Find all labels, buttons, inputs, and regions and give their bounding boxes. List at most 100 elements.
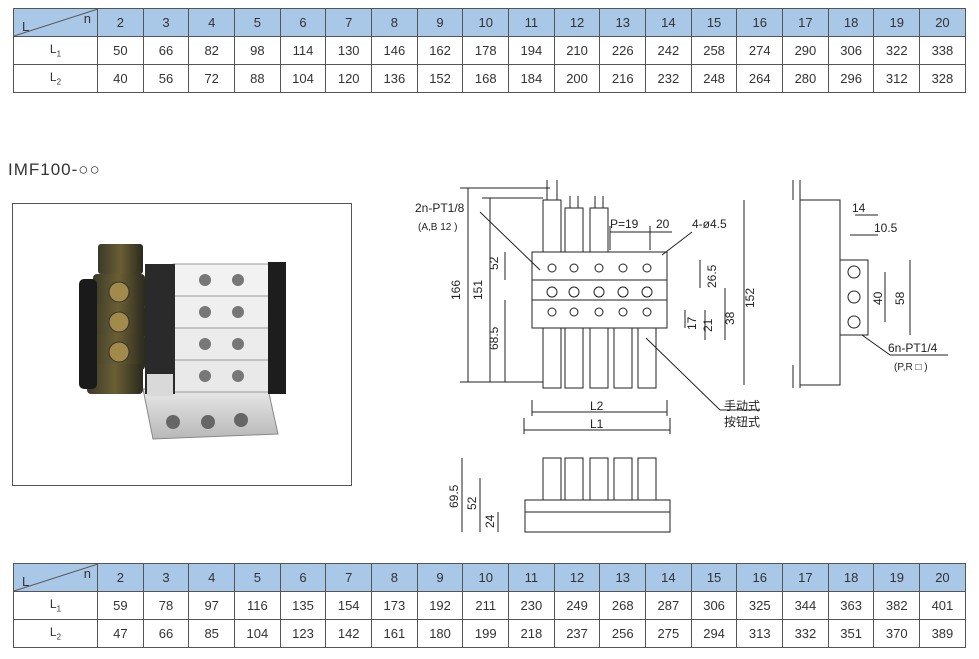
n-header-cell: 14	[645, 8, 692, 37]
table-cell: 294	[690, 619, 738, 648]
dim-14: 14	[852, 201, 866, 215]
table-cell: 97	[188, 591, 236, 620]
n-header-cell: 5	[234, 563, 281, 592]
table-cell: 154	[325, 591, 373, 620]
port-label-ab-sub: (A,B 12 )	[418, 222, 457, 233]
table-cell: 306	[827, 36, 875, 65]
table-cell: 370	[873, 619, 921, 648]
table-cell: 104	[279, 64, 327, 93]
table-cell: 194	[508, 36, 555, 65]
corner-col-label: n	[83, 566, 91, 581]
dim-21: 21	[701, 318, 715, 332]
table-cell: 313	[736, 619, 784, 648]
pitch-dim: P=19	[610, 217, 639, 231]
dim-20: 20	[656, 217, 670, 231]
table-cell: 192	[416, 591, 464, 620]
n-header-cell: 2	[97, 563, 144, 592]
table-cell: 249	[553, 591, 601, 620]
dim-69-5: 69.5	[447, 484, 461, 508]
hole-label: 4-ø4.5	[692, 217, 727, 231]
table-cell: 173	[371, 591, 418, 620]
table-cell: 280	[782, 64, 829, 93]
table-cell: 275	[645, 619, 692, 648]
table-cell: 211	[462, 591, 510, 620]
n-header-cell: 15	[690, 8, 738, 37]
n-header-cell: 17	[782, 8, 829, 37]
port-label-pr: 6n-PT1/4	[888, 341, 938, 355]
table-cell: 389	[919, 619, 966, 648]
n-header-cell: 12	[553, 8, 601, 37]
table-cell: 200	[553, 64, 601, 93]
n-header-cell: 8	[371, 8, 418, 37]
table-cell: 178	[462, 36, 510, 65]
table-cell: 114	[279, 36, 327, 65]
table-cell: 72	[188, 64, 236, 93]
table-cell: 322	[873, 36, 921, 65]
table-cell: 264	[736, 64, 784, 93]
manual-label: 手动式	[724, 399, 760, 413]
technical-drawing: 2n-PT1/8 (A,B 12 ) P=19 20 4-ø4.5 166 15…	[415, 180, 948, 533]
table-cell: 104	[234, 619, 281, 648]
dim-151: 151	[471, 280, 485, 300]
n-header-cell: 16	[736, 8, 784, 37]
table-cell: 306	[690, 591, 738, 620]
table-cell: 237	[553, 619, 601, 648]
n-header-cell: 4	[188, 563, 236, 592]
table-cell: 242	[645, 36, 692, 65]
table-cell: 332	[782, 619, 829, 648]
dim-166: 166	[449, 280, 463, 300]
button-label: 按钮式	[724, 414, 760, 429]
n-header-cell: 4	[188, 8, 236, 37]
n-header-cell: 5	[234, 8, 281, 37]
corner-row-label: L	[22, 574, 30, 589]
table-cell: 248	[690, 64, 738, 93]
n-header-cell: 13	[599, 8, 647, 37]
table-cell: 325	[736, 591, 784, 620]
table-cell: 226	[599, 36, 647, 65]
table-cell: 146	[371, 36, 418, 65]
dim-24: 24	[483, 514, 497, 528]
table-cell: 82	[188, 36, 236, 65]
table-cell: 85	[188, 619, 236, 648]
n-header-cell: 13	[599, 563, 647, 592]
n-header-cell: 15	[690, 563, 738, 592]
table-cell: 184	[508, 64, 555, 93]
n-header-cell: 19	[873, 563, 921, 592]
table-cell: 216	[599, 64, 647, 93]
port-label-pr-sub: (P,R □ )	[894, 362, 928, 373]
table-cell: 47	[97, 619, 144, 648]
table-cell: 98	[234, 36, 281, 65]
table-cell: 180	[416, 619, 464, 648]
table-cell: 382	[873, 591, 921, 620]
dim-68-5: 68.5	[487, 326, 501, 350]
table-cell: 218	[508, 619, 555, 648]
valve-manifold-illustration	[79, 244, 286, 440]
dim-52-lower: 52	[465, 496, 479, 510]
n-header-cell: 14	[645, 563, 692, 592]
n-header-cell: 7	[325, 8, 373, 37]
n-header-cell: 9	[416, 563, 464, 592]
table-corner-cell: L n	[13, 563, 98, 592]
table-cell: 351	[827, 619, 875, 648]
row-label-l1: L1	[13, 591, 98, 620]
n-header-cell: 2	[97, 8, 144, 37]
table-cell: 142	[325, 619, 373, 648]
n-header-cell: 19	[873, 8, 921, 37]
table-cell: 338	[919, 36, 966, 65]
dim-58: 58	[893, 291, 907, 305]
n-header-cell: 20	[919, 563, 966, 592]
table-cell: 328	[919, 64, 966, 93]
table-cell: 78	[142, 591, 190, 620]
table-cell: 162	[416, 36, 464, 65]
table-cell: 116	[234, 591, 281, 620]
n-header-cell: 3	[142, 8, 190, 37]
table-cell: 401	[919, 591, 966, 620]
table-cell: 152	[416, 64, 464, 93]
table-cell: 135	[279, 591, 327, 620]
table-cell: 287	[645, 591, 692, 620]
